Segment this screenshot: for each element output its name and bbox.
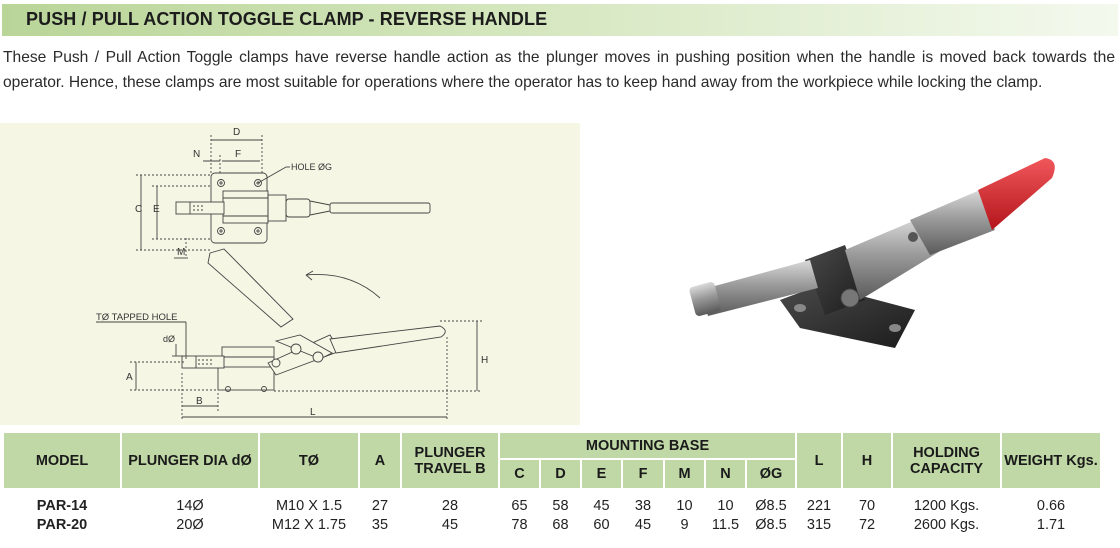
cell-capacity: 1200 Kgs.: [892, 489, 1002, 515]
title-bar: PUSH / PULL ACTION TOGGLE CLAMP - REVERS…: [2, 4, 1118, 36]
cell-dia: 20Ø: [121, 515, 259, 534]
cell-g: Ø8.5: [746, 489, 797, 515]
dim-m-label: M: [177, 247, 185, 258]
cell-m: 9: [664, 515, 705, 534]
cell-n: 11.5: [705, 515, 746, 534]
header-weight: WEIGHT Kgs.: [1000, 431, 1103, 490]
header-f: F: [621, 458, 665, 490]
cell-n: 10: [705, 489, 746, 515]
cell-capacity: 2600 Kgs.: [892, 515, 1002, 534]
dim-l-label: L: [310, 407, 316, 418]
cell-model: PAR-20: [3, 515, 121, 534]
header-e: E: [580, 458, 623, 490]
cell-weight: 0.66: [1001, 489, 1102, 515]
plunger-dia-label: dØ: [163, 334, 175, 344]
dim-f-label: F: [235, 149, 241, 160]
cell-t: M10 X 1.5: [259, 489, 359, 515]
table-row: PAR-20 20Ø M12 X 1.75 35 45 78 68 60 45 …: [3, 515, 1102, 534]
page-title: PUSH / PULL ACTION TOGGLE CLAMP - REVERS…: [26, 9, 548, 29]
tapped-hole-label: TØ TAPPED HOLE: [96, 312, 177, 323]
cell-travel: 45: [401, 515, 499, 534]
cell-d: 68: [540, 515, 581, 534]
table-row: PAR-14 14Ø M10 X 1.5 27 28 65 58 45 38 1…: [3, 489, 1102, 515]
cell-t: M12 X 1.75: [259, 515, 359, 534]
dim-h-label: H: [481, 355, 488, 366]
header-l: L: [795, 431, 844, 490]
header-mounting-base: MOUNTING BASE: [497, 431, 798, 460]
dim-d-label: D: [233, 127, 240, 138]
cell-e: 45: [581, 489, 622, 515]
cell-a: 35: [359, 515, 401, 534]
dim-c-label: C: [135, 204, 142, 215]
header-n: N: [704, 458, 747, 490]
cell-a: 27: [359, 489, 401, 515]
header-t: TØ: [258, 431, 360, 490]
cell-g: Ø8.5: [746, 515, 797, 534]
cell-f: 38: [622, 489, 664, 515]
dim-b-label: B: [196, 396, 203, 407]
technical-drawing: D N F HOLE ØG C E M TØ TAPPED HOLE dØ A …: [0, 123, 580, 425]
handle-grip: [978, 158, 1055, 230]
cell-h: 72: [842, 515, 893, 534]
cell-dia: 14Ø: [121, 489, 259, 515]
cell-d: 58: [540, 489, 581, 515]
hole-g-label: HOLE ØG: [291, 162, 332, 172]
header-holding-capacity: HOLDING CAPACITY: [891, 431, 1003, 490]
header-c: C: [498, 458, 541, 490]
dim-n-label: N: [193, 149, 200, 160]
cell-f: 45: [622, 515, 664, 534]
cell-e: 60: [581, 515, 622, 534]
cell-c: 65: [499, 489, 540, 515]
header-m: M: [663, 458, 706, 490]
cell-model: PAR-14: [3, 489, 121, 515]
header-model: MODEL: [2, 431, 122, 490]
header-d: D: [539, 458, 582, 490]
cell-h: 70: [842, 489, 893, 515]
product-description: These Push / Pull Action Toggle clamps h…: [3, 49, 1115, 91]
cell-c: 78: [499, 515, 540, 534]
specifications-table: MODEL PLUNGER DIA dØ TØ A PLUNGER TRAVEL…: [2, 431, 1103, 534]
product-photo: [680, 150, 1060, 350]
cell-travel: 28: [401, 489, 499, 515]
drawing-svg: D N F HOLE ØG C E M TØ TAPPED HOLE dØ A …: [96, 127, 488, 421]
cell-l: 221: [796, 489, 843, 515]
header-plunger-dia: PLUNGER DIA dØ: [120, 431, 260, 490]
header-h: H: [841, 431, 894, 490]
header-g: ØG: [744, 458, 798, 490]
cell-weight: 1.71: [1001, 515, 1102, 534]
header-plunger-travel: PLUNGER TRAVEL B: [400, 431, 500, 490]
dim-a-label: A: [126, 372, 133, 383]
header-a: A: [358, 431, 402, 490]
cell-l: 315: [796, 515, 843, 534]
cell-m: 10: [664, 489, 705, 515]
dim-e-label: E: [153, 204, 160, 215]
